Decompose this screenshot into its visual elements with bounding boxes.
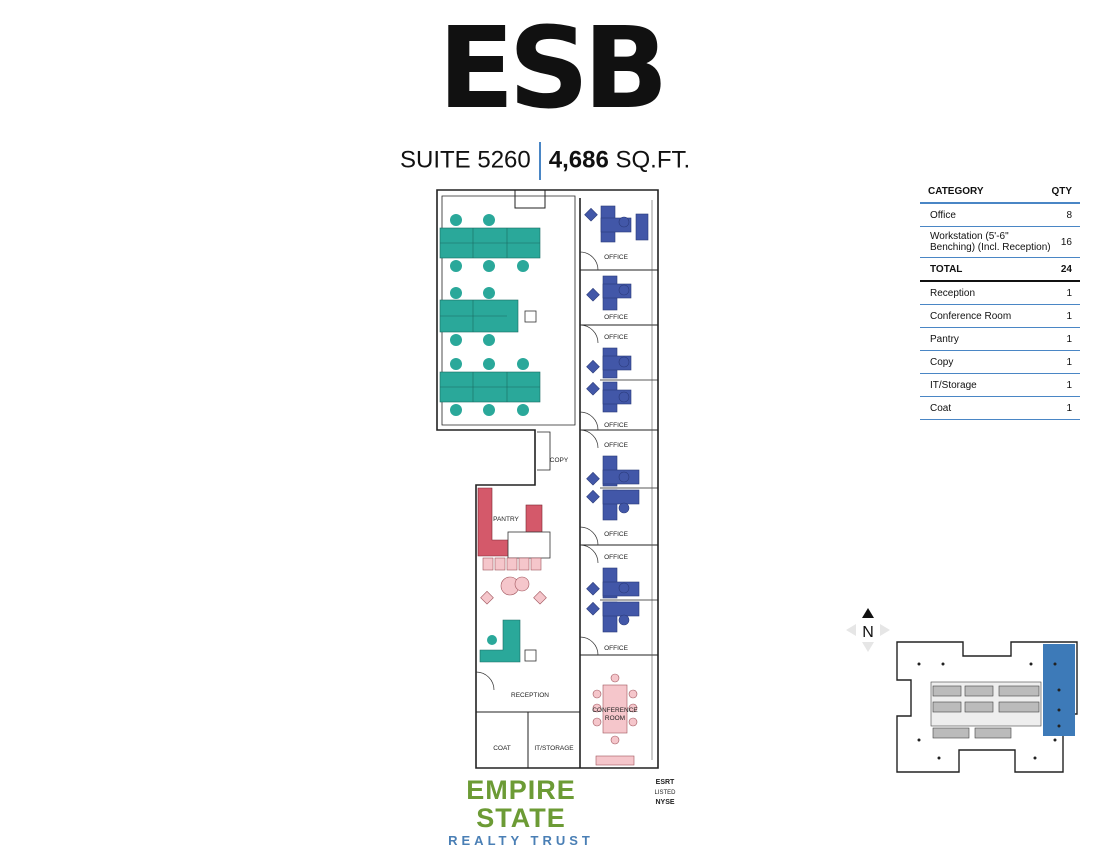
brand-line-1: EMPIRE STATE bbox=[466, 775, 576, 833]
esb-logo: ESB bbox=[438, 4, 669, 134]
plan-walls bbox=[436, 189, 659, 769]
area-value: 4,686 bbox=[548, 146, 609, 174]
schedule-header: CATEGORY QTY bbox=[920, 184, 1080, 204]
schedule-category: Workstation (5'-6" Benching) (Incl. Rece… bbox=[930, 231, 1051, 253]
label-office-8: OFFICE bbox=[604, 645, 628, 652]
area-unit: SQ.FT. bbox=[615, 146, 691, 174]
label-it-storage: IT/STORAGE bbox=[534, 745, 574, 752]
label-conference: CONFERENCE bbox=[592, 707, 638, 714]
schedule-qty: 1 bbox=[1066, 287, 1072, 299]
label-reception: RECEPTION bbox=[511, 692, 549, 699]
empire-state-logo: EMPIRE STATE REALTY TRUST bbox=[418, 776, 624, 848]
schedule-category: Coat bbox=[930, 402, 952, 414]
heading-divider bbox=[538, 142, 541, 180]
schedule-qty: 1 bbox=[1066, 379, 1072, 391]
label-copy: COPY bbox=[550, 457, 569, 464]
badge-nyse: NYSE bbox=[655, 799, 675, 806]
schedule-row: Copy 1 bbox=[920, 351, 1080, 374]
floor-plan: OFFICE OFFICE OFFICE OFFICE OFFICE OFFIC… bbox=[436, 189, 659, 769]
schedule-row: TOTAL 24 bbox=[920, 258, 1080, 282]
schedule-qty: 8 bbox=[1066, 209, 1072, 221]
schedule-category: Copy bbox=[930, 356, 954, 368]
core-elements bbox=[930, 681, 1042, 739]
schedule-qty: 1 bbox=[1066, 356, 1072, 368]
label-office-6: OFFICE bbox=[604, 531, 628, 538]
room-labels: OFFICE OFFICE OFFICE OFFICE OFFICE OFFIC… bbox=[493, 254, 638, 752]
schedule-qty: 16 bbox=[1060, 236, 1072, 248]
suite-heading: SUITE 5260 4,686 SQ.FT. bbox=[400, 142, 720, 180]
column-dots bbox=[917, 662, 1061, 760]
schedule-category: TOTAL bbox=[930, 263, 963, 275]
schedule-row: Reception 1 bbox=[920, 282, 1080, 305]
badge-esrt: ESRT bbox=[655, 779, 675, 786]
door-swings bbox=[475, 251, 599, 691]
reception-desk bbox=[479, 619, 537, 663]
nyse-badge: ESRT LISTED NYSE bbox=[650, 778, 680, 822]
schedule-row: Coat 1 bbox=[920, 397, 1080, 420]
office-furniture bbox=[584, 205, 649, 633]
header-category: CATEGORY bbox=[928, 186, 984, 197]
schedule-category: Office bbox=[930, 209, 956, 221]
badge-listed: LISTED bbox=[654, 790, 676, 796]
label-office-3: OFFICE bbox=[604, 334, 628, 341]
schedule-qty: 24 bbox=[1060, 263, 1072, 275]
schedule-qty: 1 bbox=[1066, 402, 1072, 414]
label-office-4: OFFICE bbox=[604, 422, 628, 429]
reception-seating bbox=[480, 557, 547, 605]
schedule-category: IT/Storage bbox=[930, 379, 977, 391]
north-label: N bbox=[862, 624, 874, 641]
label-room: ROOM bbox=[605, 715, 625, 722]
schedule-row: Pantry 1 bbox=[920, 328, 1080, 351]
brand-line-2: REALTY TRUST bbox=[448, 833, 594, 848]
schedule-category: Reception bbox=[930, 287, 976, 299]
schedule-row: Conference Room 1 bbox=[920, 305, 1080, 328]
label-coat: COAT bbox=[493, 745, 511, 752]
workstation-cluster-2 bbox=[439, 287, 537, 346]
schedule-qty: 1 bbox=[1066, 310, 1072, 322]
north-arrow-icon: N bbox=[846, 608, 890, 652]
schedule-category: Conference Room bbox=[930, 310, 1012, 322]
workstation-cluster-1 bbox=[439, 214, 541, 272]
suite-label: SUITE 5260 bbox=[400, 146, 531, 174]
label-office-2: OFFICE bbox=[604, 314, 628, 321]
label-office-1: OFFICE bbox=[604, 254, 628, 261]
schedule-category: Pantry bbox=[930, 333, 959, 345]
schedule-row: Office 8 bbox=[920, 204, 1080, 227]
schedule-row: IT/Storage 1 bbox=[920, 374, 1080, 397]
workstation-cluster-3 bbox=[439, 358, 541, 416]
schedule-qty: 1 bbox=[1066, 333, 1072, 345]
schedule-row: Workstation (5'-6" Benching) (Incl. Rece… bbox=[920, 227, 1080, 258]
label-pantry: PANTRY bbox=[493, 516, 519, 523]
label-office-5: OFFICE bbox=[604, 442, 628, 449]
key-plan bbox=[896, 641, 1078, 773]
header-qty: QTY bbox=[1051, 186, 1072, 197]
conference-table bbox=[592, 673, 638, 766]
pantry-fixtures bbox=[477, 487, 551, 559]
label-office-7: OFFICE bbox=[604, 554, 628, 561]
